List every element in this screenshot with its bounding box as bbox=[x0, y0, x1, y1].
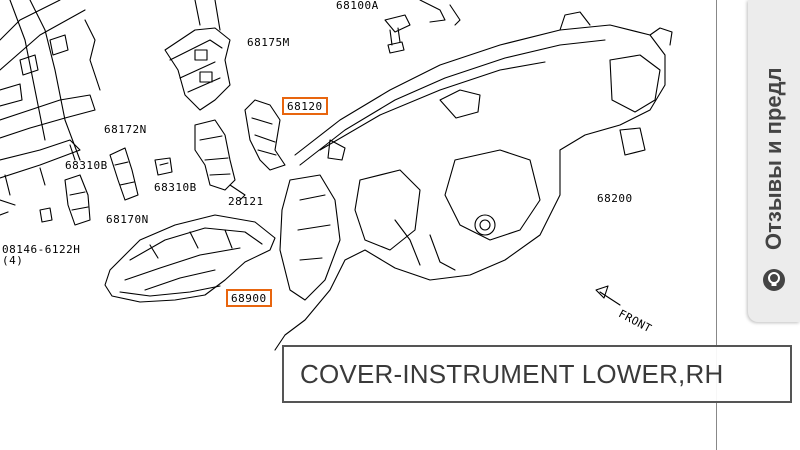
bracket-68172n bbox=[109, 147, 139, 201]
feedback-tab-label: Отзывы и предл bbox=[761, 67, 786, 250]
bracket-68175m bbox=[164, 0, 231, 111]
clip-68310b bbox=[39, 157, 173, 223]
label-68170n: 68170N bbox=[106, 213, 149, 226]
bracket-68170n bbox=[64, 174, 91, 226]
part-tooltip: COVER-INSTRUMENT LOWER,RH bbox=[282, 345, 792, 403]
label-68900: 68900 bbox=[226, 289, 272, 307]
label-68100a: 68100A bbox=[336, 0, 379, 12]
bulb-icon bbox=[763, 269, 785, 291]
lower-cover-68900 bbox=[104, 214, 276, 303]
front-arrow bbox=[595, 285, 621, 306]
label-68175m: 68175M bbox=[247, 36, 290, 49]
label-bolt-qty: (4) bbox=[2, 254, 24, 267]
bracket-68120 bbox=[244, 99, 286, 171]
bolt-68100a bbox=[384, 0, 461, 54]
label-68310b-upper: 68310B bbox=[65, 159, 108, 172]
label-bolt-08146: 08146-6122H bbox=[2, 243, 81, 256]
page-edge-line bbox=[716, 0, 717, 450]
label-28121: 28121 bbox=[228, 195, 264, 208]
feedback-tab[interactable]: Отзывы и предл bbox=[748, 0, 800, 322]
instrument-panel-68200 bbox=[274, 11, 673, 351]
label-68172n: 68172N bbox=[104, 123, 147, 136]
steering-member-frame bbox=[0, 0, 101, 216]
label-68200: 68200 bbox=[597, 192, 633, 205]
bracket-28121 bbox=[194, 119, 246, 201]
label-68120: 68120 bbox=[282, 97, 328, 115]
label-68310b-lower: 68310B bbox=[154, 181, 197, 194]
